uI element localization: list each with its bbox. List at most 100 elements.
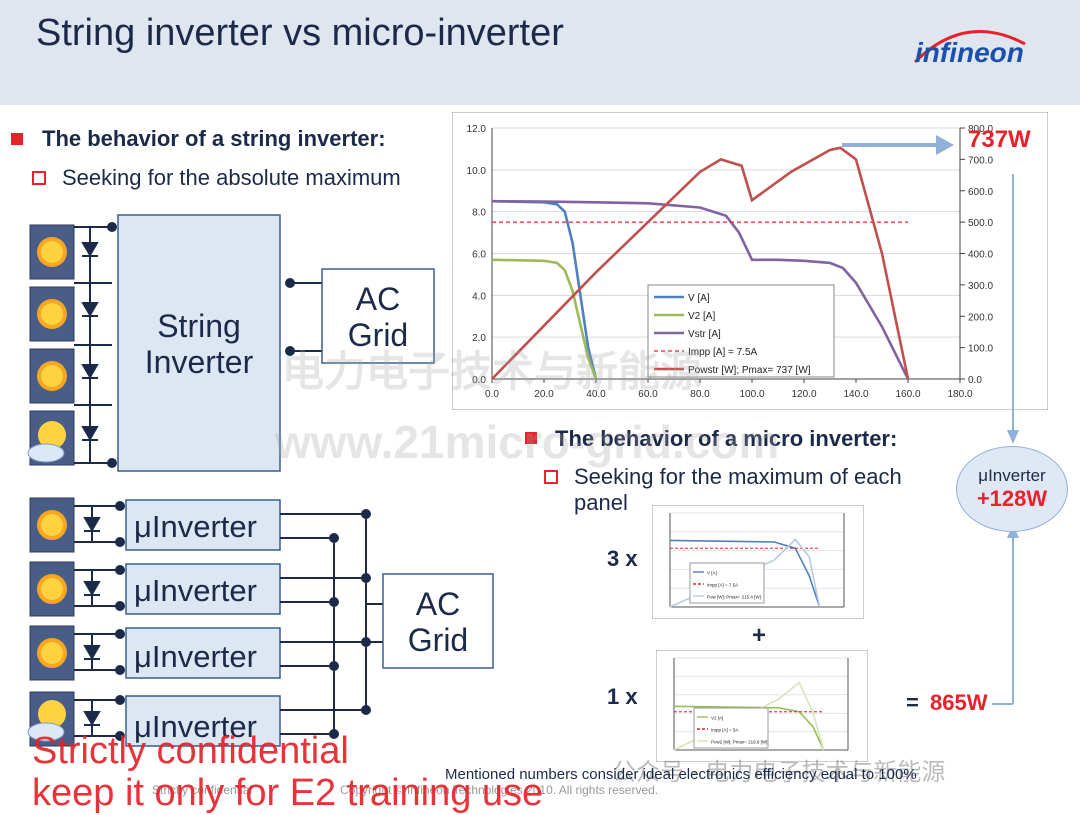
micro-sub-line1: Seeking for the maximum of each xyxy=(574,464,902,489)
legend-entry: Vstr [A] xyxy=(688,329,721,340)
multiplier-1x: 1 x xyxy=(607,684,638,709)
micro-inverter-diagram: μInverter μInverter μInverter μInverter … xyxy=(27,497,494,747)
solar-panels-micro xyxy=(27,497,75,747)
solar-panels-string xyxy=(27,224,75,466)
x-tick-label: 40.0 xyxy=(586,389,606,400)
bullet-square xyxy=(11,133,23,145)
x-tick-label: 20.0 xyxy=(534,389,554,400)
chart-axes: 0.0 2.0 4.0 6.0 8.0 10.0 12.0 0.0 100.0 200.0 300.… xyxy=(467,124,994,400)
multiplier-3x: 3 x xyxy=(607,546,638,571)
micro-solar-panel-1 xyxy=(29,497,75,553)
string-inverter-label-2: Inverter xyxy=(145,344,254,380)
watermark-cn: 电力电子技术与新能源 xyxy=(282,348,703,395)
x-tick-label: 120.0 xyxy=(791,389,816,400)
footer-confidential: Strictly confidential xyxy=(152,783,253,797)
y-left-tick-label: 6.0 xyxy=(472,250,486,261)
string-heading: The behavior of a string inverter: xyxy=(42,126,386,151)
series-line xyxy=(491,146,910,380)
bypass-diodes xyxy=(74,222,117,468)
micro-chart-panel-a: V [A] Impp [A] = 7.5A Pow [W]; Pmax= 215.4… xyxy=(652,505,864,619)
string-iv-chart: 0.0 2.0 4.0 6.0 8.0 10.0 12.0 0.0 100.0 200.0 300.… xyxy=(452,112,1048,410)
result-737-label: 737W xyxy=(968,126,1031,153)
small-legend-entry: Impp [A] = 5A xyxy=(711,728,738,733)
bullet-hollow-2 xyxy=(544,470,558,484)
string-inverter-box xyxy=(117,214,281,472)
ac-label-2: AC xyxy=(416,586,460,622)
y-right-tick-label: 800.0 xyxy=(968,124,993,135)
string-sub: Seeking for the absolute maximum xyxy=(62,165,401,190)
confidential-overlay-1: Strictly confidential xyxy=(32,730,349,772)
x-tick-label: 100.0 xyxy=(739,389,764,400)
y-left-tick-label: 4.0 xyxy=(472,291,486,302)
legend-entry: V2 [A] xyxy=(688,311,715,322)
small-legend-entry: V [A] xyxy=(707,571,717,576)
series-line xyxy=(491,258,598,380)
footer-copyright: Copyright © Infineon Technologies 2010. … xyxy=(340,783,659,797)
series-line xyxy=(491,199,910,380)
y-left-tick-label: 8.0 xyxy=(472,208,486,219)
result-865-prefix: = xyxy=(906,690,919,715)
confidential-overlay-2: keep it only for E2 training use xyxy=(32,772,544,814)
ac-label-1: AC xyxy=(356,281,400,317)
uinverter-label-1: μInverter xyxy=(134,509,257,544)
micro-sub-line2: panel xyxy=(574,490,628,515)
bubble-value: +128W xyxy=(976,486,1048,511)
y-right-tick-label: 500.0 xyxy=(968,218,993,229)
y-right-tick-label: 700.0 xyxy=(968,155,993,166)
slide-title: String inverter vs micro-inverter xyxy=(36,12,564,54)
string-inverter-label-1: String xyxy=(157,308,241,344)
ac-grid-box-1 xyxy=(321,268,435,364)
small-legend-entry: Impp [A] = 7.5A xyxy=(707,583,738,588)
small-legend-entry: V2 [A] xyxy=(711,716,723,721)
micro-solar-panel-2 xyxy=(29,561,75,617)
x-tick-label: 160.0 xyxy=(895,389,920,400)
legend-box xyxy=(647,284,835,378)
solar-panel-2 xyxy=(29,286,75,342)
y-left-tick-label: 12.0 xyxy=(467,124,487,135)
solar-panel-4-shaded xyxy=(27,410,75,466)
grid-label-2: Grid xyxy=(408,622,468,658)
string-grid-wires xyxy=(285,278,322,356)
y-right-tick-label: 0.0 xyxy=(968,375,982,386)
footnote: Mentioned numbers consider ideal electro… xyxy=(445,766,917,783)
small-legend-entry: Pow2 [W]; Pmax= 219.9 [W] xyxy=(711,740,767,745)
infineon-logo: infineon xyxy=(913,30,1026,68)
y-left-tick-label: 10.0 xyxy=(467,166,487,177)
solar-panel-3 xyxy=(29,348,75,404)
micro-heading: The behavior of a micro inverter: xyxy=(555,426,898,451)
y-right-tick-label: 200.0 xyxy=(968,312,993,323)
small-legend-entry: Pow [W]; Pmax= 215.4 [W] xyxy=(707,595,761,600)
y-left-tick-label: 0.0 xyxy=(472,375,486,386)
wechat-tag: 公众号 · 电力电子技术与新能源 xyxy=(612,759,946,786)
x-tick-label: 180.0 xyxy=(947,389,972,400)
y-left-tick-label: 2.0 xyxy=(472,333,486,344)
micro-chart-panel-b: V2 [A] Impp [A] = 5A Pow2 [W]; Pmax= 219.9… xyxy=(656,650,868,762)
y-right-tick-label: 400.0 xyxy=(968,250,993,261)
uinverter-box-2 xyxy=(125,563,281,615)
x-tick-label: 80.0 xyxy=(690,389,710,400)
x-tick-label: 140.0 xyxy=(843,389,868,400)
uinverter-label-4: μInverter xyxy=(134,709,257,744)
plus-sign: + xyxy=(752,622,767,649)
slide-header xyxy=(0,0,1080,105)
logo-text: infineon xyxy=(915,37,1024,68)
ac-grid-box-2 xyxy=(382,573,494,669)
bullet-hollow xyxy=(32,171,46,185)
legend-entry: V [A] xyxy=(688,293,710,304)
logo-swoosh xyxy=(913,30,1026,64)
uinverter-label-2: μInverter xyxy=(134,573,257,608)
bullet-square-2 xyxy=(525,432,537,444)
x-tick-label: 60.0 xyxy=(638,389,658,400)
grid-label-1: Grid xyxy=(348,317,408,353)
chart-series xyxy=(491,146,910,380)
y-right-tick-label: 300.0 xyxy=(968,281,993,292)
gain-bubble xyxy=(956,446,1068,532)
bubble-connectors xyxy=(992,174,1019,705)
watermark-url: www.21micro-grid.com xyxy=(275,416,780,468)
micro-solar-panel-4-shaded xyxy=(27,691,75,747)
micro-bus-wires xyxy=(280,509,383,739)
uinverter-box-3 xyxy=(125,627,281,679)
legend-entry: Powstr [W]; Pmax= 737 [W] xyxy=(688,365,811,376)
arrow-to-737 xyxy=(842,135,954,155)
string-inverter-diagram: String Inverter AC Grid xyxy=(27,214,435,472)
